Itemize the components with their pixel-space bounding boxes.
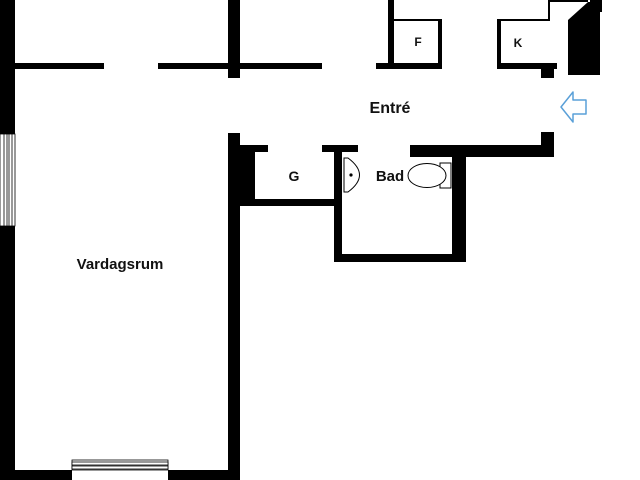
closet-f-label: F <box>414 35 421 49</box>
window-living-south <box>71 459 169 471</box>
closet-f-wall-right <box>438 20 442 66</box>
living-wall-left-lower <box>0 226 15 480</box>
window-living-west <box>0 133 16 227</box>
wall-top-left-vertical <box>0 0 15 66</box>
wall-bath-top-left <box>340 145 358 152</box>
entrance-label: Entré <box>370 100 411 117</box>
wall-g-top-left <box>240 145 268 152</box>
closet-f: F <box>376 0 442 69</box>
bathroom-label: Bad <box>376 168 404 185</box>
living-room-label: Vardagsrum <box>77 256 164 273</box>
closet-f-wall-top <box>394 19 442 21</box>
entrance-arrow-icon <box>560 91 587 123</box>
closet-k-wall-left <box>497 21 501 66</box>
closet-k: K <box>497 0 602 75</box>
closet-g: G <box>240 152 340 206</box>
washbasin-icon <box>343 157 360 193</box>
living-wall-right <box>228 145 240 480</box>
closet-f-wall-left <box>388 0 394 66</box>
living-wall-bottom-right <box>168 470 240 480</box>
closet-k-dark-block <box>568 2 600 75</box>
bathroom: Bad <box>334 152 466 262</box>
living-wall-bottom-left <box>0 470 72 480</box>
bathroom-wall-right <box>452 155 466 262</box>
top-rooms <box>0 0 322 78</box>
wall-hall-bottom-left <box>228 133 240 145</box>
wall-corridor-top-2 <box>158 63 322 69</box>
toilet-icon <box>407 162 452 189</box>
bathroom-wall-bottom <box>334 254 466 262</box>
closet-g-label: G <box>289 168 300 184</box>
wall-entrance-right-upper <box>541 69 554 78</box>
closet-f-wall-bottom <box>376 63 442 69</box>
wall-bath-top-right <box>410 145 553 157</box>
bathroom-wall-left <box>334 152 342 262</box>
wall-g-top-right <box>322 145 342 152</box>
closet-g-wall-left <box>240 152 255 204</box>
closet-k-label: K <box>514 36 523 50</box>
living-wall-left-upper <box>0 66 15 134</box>
closet-k-wall-bottom <box>497 63 557 69</box>
wall-top-right-corner <box>590 0 602 12</box>
wall-top-mid-vertical <box>228 0 240 78</box>
wall-corridor-top-1 <box>15 63 104 69</box>
closet-g-wall-bottom <box>240 199 340 206</box>
living-room: Vardagsrum <box>0 66 240 480</box>
entrance-walls <box>228 69 554 157</box>
